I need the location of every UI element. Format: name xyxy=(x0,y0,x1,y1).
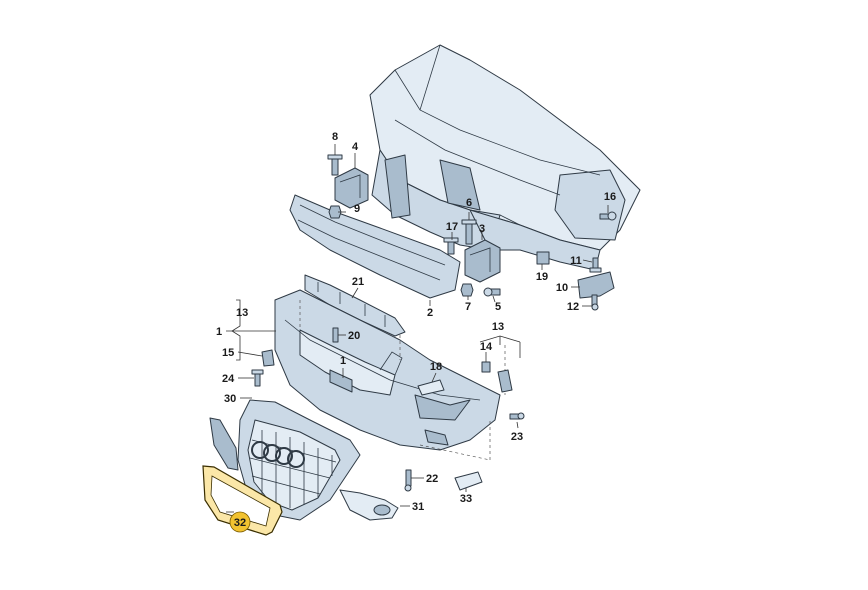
impact-beam xyxy=(289,194,461,299)
bumper-cover xyxy=(274,289,506,461)
label-2: 2 xyxy=(427,307,433,319)
nut-7 xyxy=(460,283,474,297)
body-front-structure xyxy=(369,44,641,271)
label-1-bumper: 1 xyxy=(340,355,346,367)
bolt-11 xyxy=(589,257,602,273)
label-12: 12 xyxy=(567,301,579,313)
bolt-16 xyxy=(599,211,617,221)
four-rings-logo xyxy=(251,441,305,468)
label-5: 5 xyxy=(495,301,501,313)
fog-grille-31 xyxy=(339,489,399,521)
nut-9 xyxy=(328,205,342,219)
bolt-17 xyxy=(443,237,459,255)
label-8: 8 xyxy=(332,131,338,143)
label-31: 31 xyxy=(412,501,424,513)
label-21: 21 xyxy=(352,276,364,288)
label-19: 19 xyxy=(536,271,548,283)
radiator-grille xyxy=(237,399,361,521)
clip-20 xyxy=(332,327,339,343)
bolt-8 xyxy=(327,154,343,176)
label-24: 24 xyxy=(222,373,235,385)
badge-32: 32 xyxy=(229,511,251,533)
label-13-right: 13 xyxy=(492,321,504,333)
label-9: 9 xyxy=(354,203,360,215)
label-23: 23 xyxy=(511,431,523,443)
bolt-12 xyxy=(591,294,599,311)
label-18: 18 xyxy=(430,361,442,373)
label-6: 6 xyxy=(466,197,472,209)
bolt-23 xyxy=(509,412,525,420)
grille-side-trim xyxy=(209,417,239,471)
cover-18 xyxy=(417,379,445,396)
label-11: 11 xyxy=(570,255,582,267)
label-15: 15 xyxy=(222,347,234,359)
clip-15 xyxy=(261,349,275,367)
clip-14 xyxy=(481,361,491,373)
bolt-5 xyxy=(483,287,501,297)
label-10: 10 xyxy=(556,282,568,294)
label-20: 20 xyxy=(348,330,360,342)
clip-19 xyxy=(536,251,550,265)
cover-33 xyxy=(454,471,483,491)
bolt-22 xyxy=(404,469,412,492)
label-4: 4 xyxy=(352,141,359,153)
label-1-group: 1 xyxy=(216,326,222,338)
label-32: 32 xyxy=(234,517,246,529)
label-14: 14 xyxy=(480,341,493,353)
label-22: 22 xyxy=(426,473,438,485)
part-labels: 8 4 9 2 3 6 17 7 5 16 19 11 10 12 21 20 … xyxy=(216,131,616,513)
label-3: 3 xyxy=(479,223,485,235)
label-13-left: 13 xyxy=(236,307,248,319)
label-7: 7 xyxy=(465,301,471,313)
crash-box-right xyxy=(464,239,501,283)
label-16: 16 xyxy=(604,191,616,203)
leader-lines xyxy=(226,144,609,513)
label-17: 17 xyxy=(446,221,458,233)
label-33: 33 xyxy=(460,493,472,505)
bracket-10 xyxy=(577,271,615,299)
bumper-guide-21 xyxy=(304,274,406,337)
bracket-13 xyxy=(497,369,513,393)
label-30: 30 xyxy=(224,393,236,405)
bolt-24 xyxy=(251,369,264,387)
crash-box-left xyxy=(334,167,369,209)
